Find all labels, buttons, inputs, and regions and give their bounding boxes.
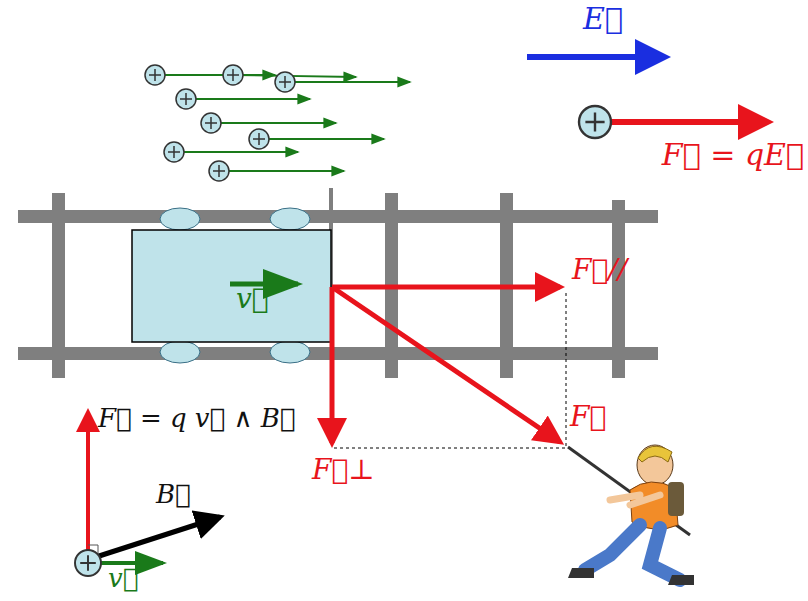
cart <box>132 208 331 363</box>
force-formula: F⃗ = qE⃗ <box>662 138 804 171</box>
cart-velocity: v⃗ <box>236 282 269 315</box>
velocity-label: v⃗ <box>236 282 269 315</box>
perpendicular-force-label: F⃗⊥ <box>312 455 375 486</box>
field-label: B⃗ <box>156 480 191 509</box>
field-label: E⃗ <box>583 2 623 35</box>
velocity-label: v⃗ <box>108 564 138 593</box>
lorentz-formula: F⃗ = q v⃗ ∧ B⃗ <box>98 404 295 433</box>
force-vectors <box>332 287 560 443</box>
person-pulling <box>568 445 694 585</box>
parallel-force-label: F⃗// <box>572 255 627 286</box>
force-label: F⃗ <box>570 402 606 433</box>
